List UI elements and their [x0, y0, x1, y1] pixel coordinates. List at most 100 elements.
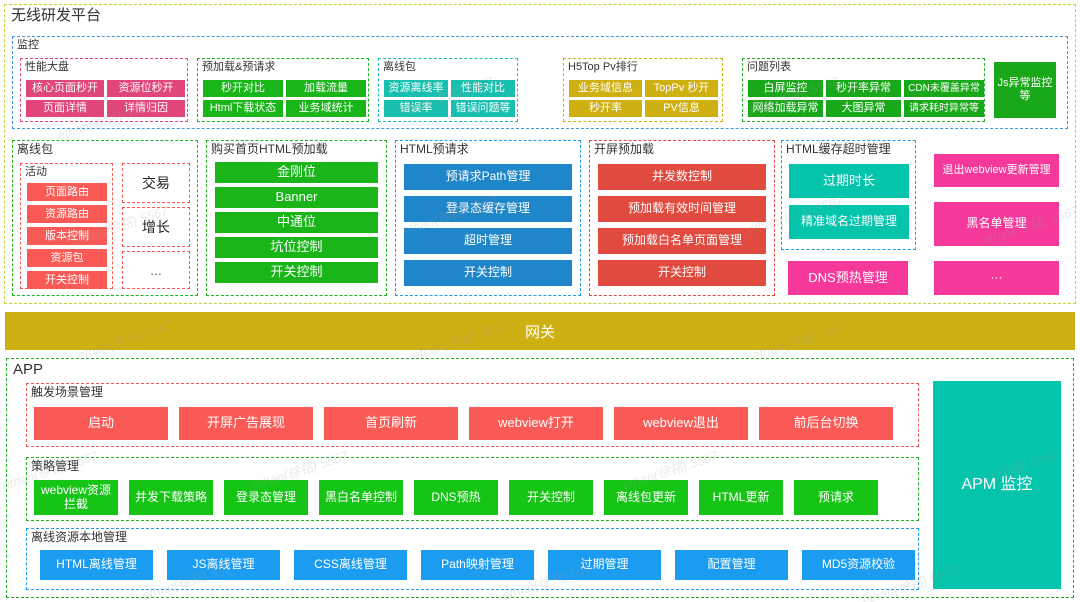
- side-box-label: 增长: [142, 219, 170, 235]
- monitor-tile[interactable]: 秒开率: [569, 100, 642, 117]
- gateway-label: 网关: [524, 323, 555, 341]
- trigger-tile[interactable]: webview退出: [614, 407, 748, 440]
- home-preload-tile[interactable]: 金刚位: [215, 162, 378, 183]
- local-resource-tile[interactable]: 过期管理: [548, 550, 661, 580]
- strategy-tile[interactable]: 离线包更新: [604, 480, 688, 515]
- html-prerequest-tile[interactable]: 开关控制: [404, 260, 572, 286]
- monitor-tile[interactable]: 资源位秒开: [107, 80, 185, 97]
- apm-monitor-tile[interactable]: APM 监控: [933, 381, 1061, 589]
- local-resource-tile[interactable]: HTML离线管理: [40, 550, 153, 580]
- html-prerequest-tile[interactable]: 预请求Path管理: [404, 164, 572, 190]
- trigger-tile[interactable]: 首页刷新: [324, 407, 458, 440]
- gateway-bar: 网关: [5, 312, 1075, 350]
- js-exception-monitor-tile[interactable]: Js异常监控等: [994, 62, 1056, 118]
- strategy-tile[interactable]: HTML更新: [699, 480, 783, 515]
- home-preload-container: 购买首页HTML预加载 金刚位 Banner 中通位 坑位控制 开关控制: [206, 140, 387, 296]
- home-preload-tile[interactable]: 开关控制: [215, 262, 378, 283]
- activity-tile[interactable]: 页面路由: [27, 183, 107, 201]
- monitor-container: 监控: [12, 36, 1068, 129]
- monitor-tile[interactable]: 秒开率异常: [826, 80, 901, 97]
- monitor-tile[interactable]: 资源离线率: [384, 80, 448, 97]
- monitor-tile[interactable]: 性能对比: [451, 80, 515, 97]
- monitor-tile[interactable]: 错误率: [384, 100, 448, 117]
- root-title: 无线研发平台: [11, 7, 102, 24]
- splash-preload-container: 开屏预加载 并发数控制 预加载有效时间管理 预加载白名单页面管理 开关控制: [589, 140, 775, 296]
- html-cache-tile[interactable]: 精准域名过期管理: [789, 205, 909, 239]
- activity-tile[interactable]: 资源包: [27, 249, 107, 267]
- trigger-tile[interactable]: 开屏广告展现: [179, 407, 313, 440]
- local-resource-tile[interactable]: JS离线管理: [167, 550, 280, 580]
- strategy-tile[interactable]: 并发下载策略: [129, 480, 213, 515]
- splash-preload-tile[interactable]: 预加载白名单页面管理: [598, 228, 766, 254]
- strategy-tile[interactable]: webview资源拦截: [34, 480, 118, 515]
- monitor-tile[interactable]: 白屏监控: [748, 80, 823, 97]
- local-resource-tile[interactable]: Path映射管理: [421, 550, 534, 580]
- monitor-tile[interactable]: PV信息: [645, 100, 718, 117]
- strategy-tile[interactable]: 开关控制: [509, 480, 593, 515]
- monitor-tile[interactable]: 网络加载异常: [748, 100, 823, 117]
- monitor-tile[interactable]: 业务域统计: [286, 100, 366, 117]
- strategy-tile[interactable]: 预请求: [794, 480, 878, 515]
- monitor-tile[interactable]: Html下载状态: [203, 100, 283, 117]
- misc-tile-blacklist[interactable]: 黑名单管理: [934, 202, 1059, 246]
- home-preload-label: 购买首页HTML预加载: [211, 142, 328, 156]
- dns-prewarm-tile[interactable]: DNS预热管理: [788, 261, 908, 295]
- app-container: APP: [6, 358, 1074, 598]
- strategy-tile[interactable]: 登录态管理: [224, 480, 308, 515]
- monitor-tile[interactable]: 大图异常: [826, 100, 901, 117]
- group-preload-prerequest: 预加载&预请求 秒开对比 加载流量 Html下载状态 业务域统计: [197, 58, 369, 122]
- side-box-label: 交易: [142, 175, 170, 191]
- group-label: 预加载&预请求: [202, 61, 276, 73]
- monitor-tile[interactable]: 核心页面秒开: [26, 80, 104, 97]
- monitor-tile[interactable]: 秒开对比: [203, 80, 283, 97]
- group-label: 离线包: [383, 61, 416, 73]
- html-prerequest-tile[interactable]: 登录态缓存管理: [404, 196, 572, 222]
- monitor-tile[interactable]: 页面详情: [26, 100, 104, 117]
- strategy-tile[interactable]: DNS预热: [414, 480, 498, 515]
- html-prerequest-tile[interactable]: 超时管理: [404, 228, 572, 254]
- home-preload-tile[interactable]: Banner: [215, 187, 378, 208]
- activity-tile[interactable]: 版本控制: [27, 227, 107, 245]
- splash-preload-tile[interactable]: 预加载有效时间管理: [598, 196, 766, 222]
- trigger-tile[interactable]: 启动: [34, 407, 168, 440]
- side-box-trade[interactable]: 交易: [122, 163, 190, 203]
- activity-tile[interactable]: 资源路由: [27, 205, 107, 223]
- local-resource-label: 离线资源本地管理: [31, 530, 128, 544]
- trigger-tile[interactable]: 前后台切换: [759, 407, 893, 440]
- local-resource-tile[interactable]: 配置管理: [675, 550, 788, 580]
- trigger-tile[interactable]: webview打开: [469, 407, 603, 440]
- trigger-scene-label: 触发场景管理: [31, 385, 104, 399]
- activity-label: 活动: [25, 166, 47, 178]
- group-h5-top-pv-rank: H5Top Pv排行 业务域信息 TopPv 秒开 秒开率 PV信息: [563, 58, 723, 122]
- home-preload-tile[interactable]: 坑位控制: [215, 237, 378, 258]
- monitor-tile[interactable]: 错误问题等: [451, 100, 515, 117]
- misc-tile-webview-exit-update[interactable]: 退出webview更新管理: [934, 154, 1059, 187]
- splash-preload-tile[interactable]: 并发数控制: [598, 164, 766, 190]
- side-box-label: ...: [150, 262, 162, 278]
- html-prerequest-label: HTML预请求: [400, 142, 469, 156]
- monitor-tile[interactable]: 请求耗时异常等: [904, 100, 984, 117]
- offline-package-label: 离线包: [17, 142, 54, 156]
- group-label: 问题列表: [747, 61, 791, 73]
- misc-tile-more[interactable]: ···: [934, 261, 1059, 295]
- trigger-scene-container: 触发场景管理 启动 开屏广告展现 首页刷新 webview打开 webview退…: [26, 383, 919, 447]
- splash-preload-tile[interactable]: 开关控制: [598, 260, 766, 286]
- monitor-tile[interactable]: 加载流量: [286, 80, 366, 97]
- strategy-tile[interactable]: 黑白名单控制: [319, 480, 403, 515]
- monitor-tile[interactable]: CDN未覆盖异常: [904, 80, 984, 97]
- activity-container: 活动 页面路由 资源路由 版本控制 资源包 开关控制: [20, 163, 113, 289]
- activity-tile[interactable]: 开关控制: [27, 271, 107, 289]
- monitor-tile[interactable]: 业务域信息: [569, 80, 642, 97]
- home-preload-tile[interactable]: 中通位: [215, 212, 378, 233]
- strategy-label: 策略管理: [31, 459, 80, 473]
- local-resource-tile[interactable]: MD5资源校验: [802, 550, 915, 580]
- local-resource-tile[interactable]: CSS离线管理: [294, 550, 407, 580]
- html-cache-tile[interactable]: 过期时长: [789, 164, 909, 198]
- side-box-more[interactable]: ...: [122, 251, 190, 289]
- app-label: APP: [13, 361, 44, 378]
- side-box-growth[interactable]: 增长: [122, 207, 190, 247]
- splash-preload-label: 开屏预加载: [594, 142, 655, 156]
- monitor-tile[interactable]: TopPv 秒开: [645, 80, 718, 97]
- monitor-tile[interactable]: 详情归因: [107, 100, 185, 117]
